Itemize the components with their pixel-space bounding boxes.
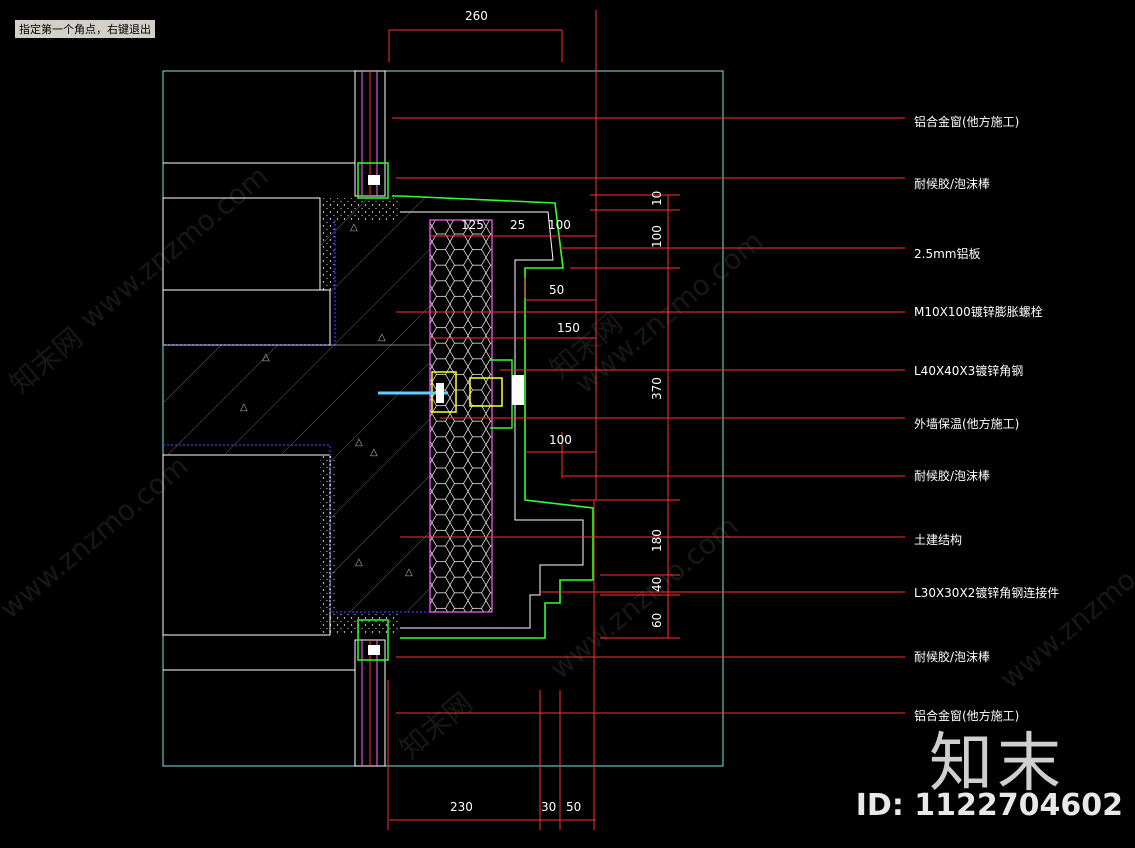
svg-text:△: △ [370,447,378,458]
image-id: ID: 1122704602 [855,788,1123,823]
window-frame-bottom [163,619,389,767]
dim-100b: 100 [549,433,572,447]
dim-bottom-30: 30 [541,800,556,814]
watermark-3: www.znzmo.com [0,449,194,625]
watermark-4: www.znzmo.com [543,509,744,685]
dim-v60: 60 [650,613,664,628]
dim-v180: 180 [650,529,664,552]
dim-v370: 370 [650,377,664,400]
brand-logo: 知末 [929,727,1065,801]
watermark-cn-1: 知末网 [3,321,89,400]
label-civil-structure: 土建结构 [914,532,962,547]
label-sealant-bottom: 耐候胶/泡沫棒 [914,649,990,664]
label-aluminium-panel: 2.5mm铝板 [914,246,980,261]
watermark-1: www.znzmo.com [73,159,274,335]
label-aluminium-window-top: 铝合金窗(他方施工) [914,114,1019,129]
dimension-lines [389,29,669,821]
dim-100a: 100 [548,218,571,232]
dim-150: 150 [557,321,580,335]
svg-text:△: △ [405,567,413,578]
svg-text:△: △ [262,352,270,363]
dim-50: 50 [549,283,564,297]
watermark-5: www.znzmo.com [993,519,1135,695]
angle-steel-bracket [378,359,524,429]
dim-top-260: 260 [465,9,488,23]
svg-text:△: △ [350,222,358,233]
dim-125: 125 [461,218,484,232]
callout-labels: 铝合金窗(他方施工) 耐候胶/泡沫棒 2.5mm铝板 M10X100镀锌膨胀螺栓… [914,114,1059,723]
svg-text:△: △ [240,402,248,413]
concrete-structure: △ △ △ △ △ △ △ △ [162,197,430,636]
dim-v100: 100 [650,225,664,248]
command-prompt: 指定第一个角点，右键退出 [15,20,155,38]
dim-bottom-230: 230 [450,800,473,814]
dimension-texts: 260 125 25 100 50 150 100 10 100 370 180… [450,9,664,814]
dim-25: 25 [510,218,525,232]
svg-text:△: △ [355,557,363,568]
aluminium-panel-profile [392,195,594,639]
label-sealant-top: 耐候胶/泡沫棒 [914,176,990,191]
dim-v10: 10 [650,191,664,206]
dim-bottom-50: 50 [566,800,581,814]
leader-lines [392,117,905,714]
watermark-cn-3: 知末网 [393,686,479,765]
aluminium-panel-inner [400,211,584,629]
label-wall-insulation: 外墙保温(他方施工) [914,416,1019,431]
insulation-layer [429,219,493,613]
label-sealant-mid: 耐候胶/泡沫棒 [914,468,990,483]
label-expansion-bolt: M10X100镀锌膨胀螺栓 [914,304,1043,319]
svg-text:△: △ [355,437,363,448]
svg-text:△: △ [378,332,386,343]
label-angle-steel: L40X40X3镀锌角钢 [914,364,1023,378]
window-frame-top [163,70,389,199]
label-connector: L30X30X2镀锌角钢连接件 [914,585,1059,600]
dim-v40: 40 [650,577,664,592]
label-aluminium-window-bottom: 铝合金窗(他方施工) [914,708,1019,723]
